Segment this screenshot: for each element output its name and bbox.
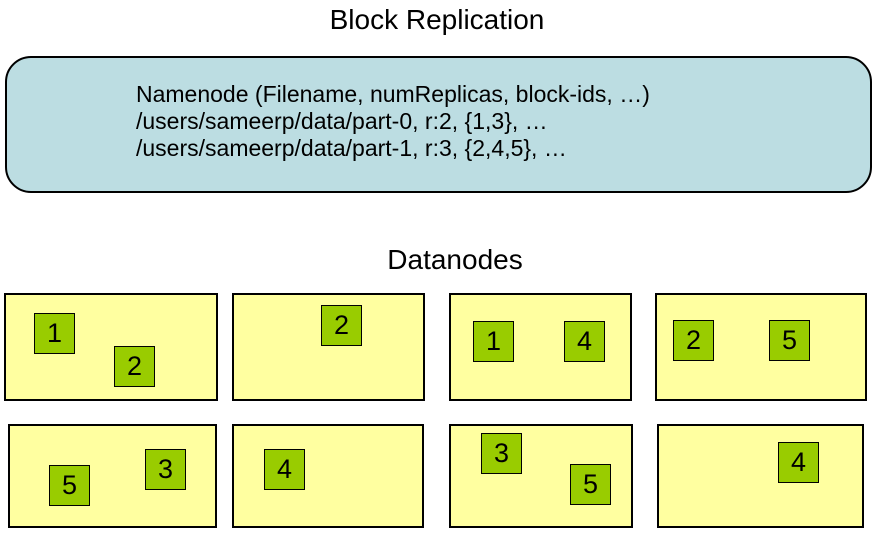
block-4: 4 [564, 321, 605, 362]
namenode-text: Namenode (Filename, numReplicas, block-i… [136, 81, 650, 162]
block-2: 2 [321, 305, 362, 346]
namenode-file-entry: /users/sameerp/data/part-1, r:3, {2,4,5}… [136, 135, 567, 161]
page-title: Block Replication [329, 4, 545, 35]
block-5: 5 [769, 320, 810, 361]
block-2: 2 [114, 346, 155, 387]
block-1: 1 [34, 313, 75, 354]
datanode-8: 4 [657, 424, 864, 528]
block-5: 5 [49, 465, 90, 506]
namenode-header-line: Namenode (Filename, numReplicas, block-i… [136, 81, 650, 107]
block-3: 3 [145, 449, 186, 490]
block-4: 4 [264, 449, 305, 490]
datanode-2: 2 [232, 293, 425, 401]
block-2: 2 [673, 320, 714, 361]
datanode-6: 4 [232, 424, 424, 528]
block-1: 1 [473, 321, 514, 362]
block-4: 4 [778, 442, 819, 483]
datanodes-label: Datanodes [387, 244, 523, 275]
namenode-box: Namenode (Filename, numReplicas, block-i… [5, 56, 872, 193]
block-5: 5 [570, 464, 611, 505]
namenode-file-entry: /users/sameerp/data/part-0, r:2, {1,3}, … [136, 108, 548, 134]
block-3: 3 [481, 433, 522, 474]
